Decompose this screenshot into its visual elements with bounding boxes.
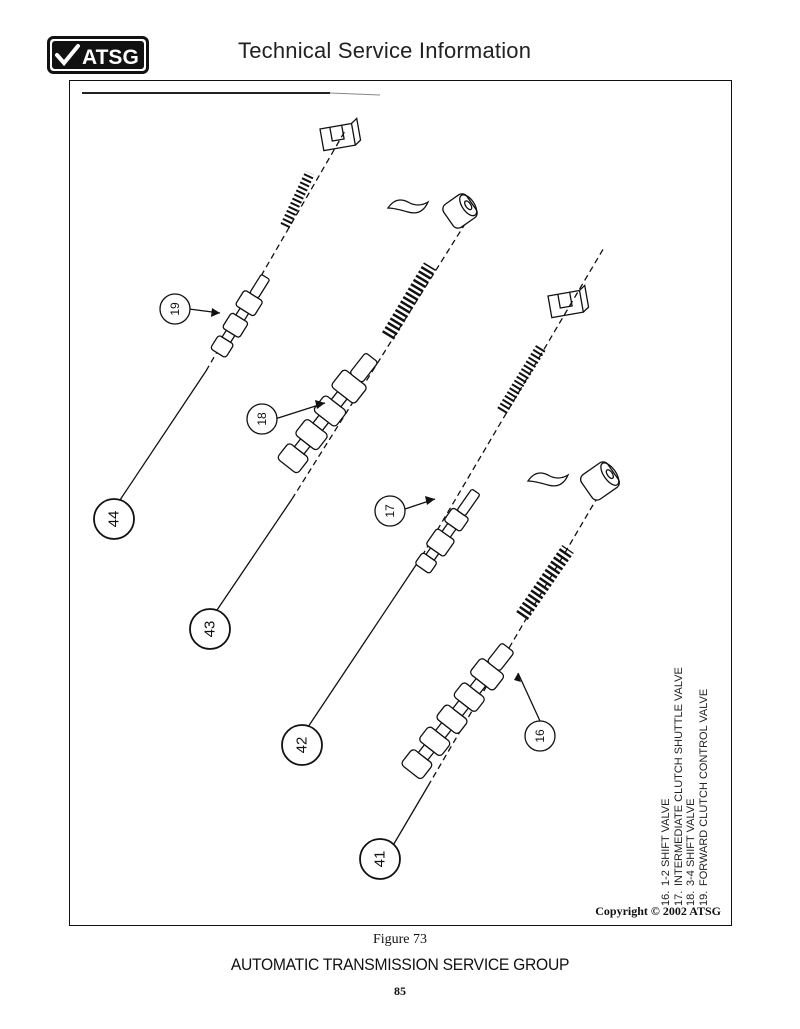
pin-18	[386, 199, 430, 214]
spring-16	[516, 545, 574, 620]
parts-legend: 16.1-2 SHIFT VALVE 17.INTERMEDIATE CLUTC…	[660, 666, 720, 906]
callout-41: 41	[372, 851, 389, 868]
figure-frame: 19 18 17 16 44 43 42 41 16.1-2 SHIFT VAL…	[69, 80, 732, 926]
legend-item: 16.1-2 SHIFT VALVE	[660, 798, 672, 906]
legend-item: 18.3-4 SHIFT VALVE	[685, 798, 697, 906]
valve-18	[277, 353, 378, 474]
atsg-logo: ATSG	[47, 36, 149, 74]
callout-17: 17	[383, 504, 397, 518]
page-title: Technical Service Information	[238, 38, 532, 63]
page-number: 85	[394, 984, 406, 998]
callout-43: 43	[202, 621, 219, 638]
valve-17	[415, 489, 480, 574]
callout-42: 42	[294, 737, 311, 754]
retainer-clip-right	[547, 284, 590, 319]
callout-18: 18	[255, 412, 269, 426]
figure-caption: Figure 73	[372, 932, 428, 947]
callout-44: 44	[106, 511, 123, 528]
valve-16	[401, 643, 514, 780]
callout-19: 19	[168, 302, 182, 316]
legend-item: 17.INTERMEDIATE CLUTCH SHUTTLE VALVE	[672, 667, 685, 906]
pin-16	[526, 472, 570, 487]
spring-19	[280, 170, 315, 229]
valve-exploded-diagram: 19 18 17 16 44 43 42 41	[82, 92, 621, 880]
copyright-notice: Copyright © 2002 ATSG	[595, 904, 721, 918]
callout-16: 16	[533, 729, 547, 743]
spring-18	[381, 262, 437, 340]
plug-16	[579, 461, 621, 501]
plug-18	[442, 193, 478, 229]
footer-title: AUTOMATIC TRANSMISSION SERVICE GROUP	[230, 955, 570, 974]
spring-17	[497, 343, 547, 414]
svg-text:ATSG: ATSG	[82, 46, 139, 69]
retainer-clip-top	[319, 117, 362, 152]
legend-item: 19.FORWARD CLUTCH CONTROL VALVE	[697, 688, 710, 906]
valve-19	[210, 274, 270, 358]
